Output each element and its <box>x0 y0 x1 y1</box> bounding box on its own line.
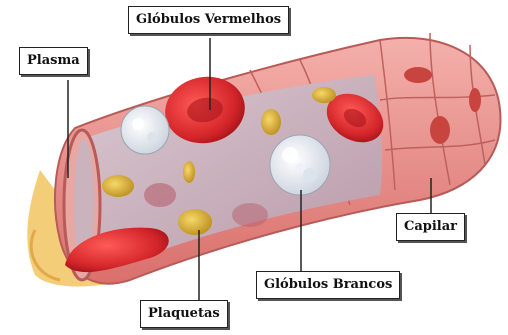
label-white-blood-cells: Glóbulos Brancos <box>256 271 400 299</box>
label-plasma: Plasma <box>19 47 88 75</box>
nucleus <box>469 88 481 112</box>
label-platelets: Plaquetas <box>140 300 228 328</box>
nucleus <box>404 67 432 83</box>
label-capillary: Capilar <box>396 213 465 241</box>
nucleus <box>430 116 450 144</box>
label-red-blood-cells: Glóbulos Vermelhos <box>128 6 289 34</box>
